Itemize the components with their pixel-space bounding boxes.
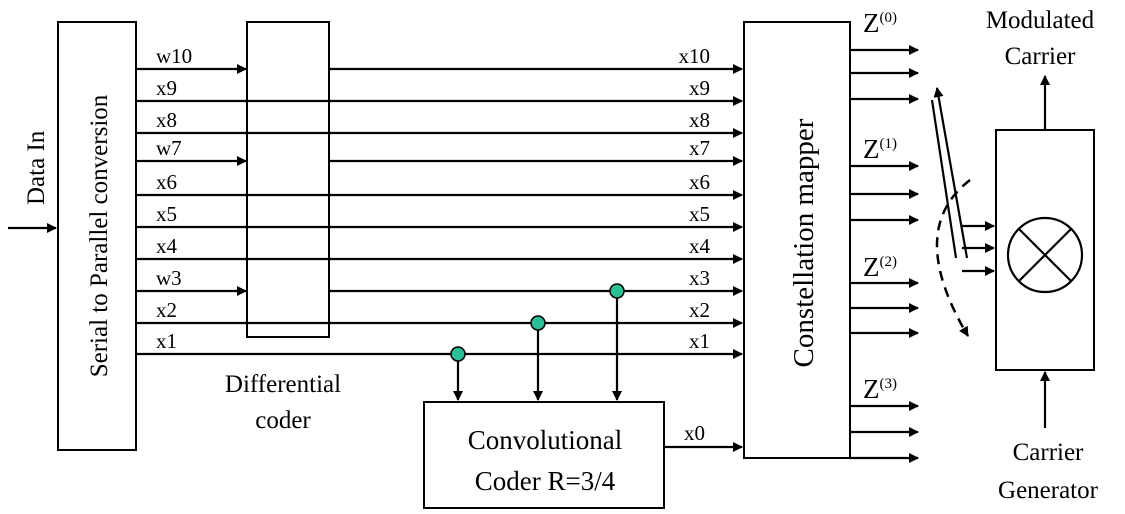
- signal-label-x6: x6: [156, 170, 177, 194]
- signal-label-x8: x8: [156, 108, 177, 132]
- z0-label: Z(0): [863, 8, 897, 38]
- signal-label-x2: x2: [156, 298, 177, 322]
- tap-dot-x1: [450, 346, 466, 362]
- differential-coder-box: [246, 21, 330, 338]
- signal-label-w3: w3: [156, 266, 182, 290]
- signal-label-x1-right: x1: [689, 329, 710, 353]
- signal-label-x4: x4: [156, 234, 178, 258]
- signal-label-w10: w10: [156, 44, 192, 68]
- convolutional-coder-label-line2: Coder R=3/4: [475, 466, 616, 496]
- z2-label: Z(2): [863, 252, 897, 282]
- selector-dashed-arc: [935, 179, 971, 337]
- selector-line-right: [933, 87, 969, 259]
- signal-label-x7-right: x7: [689, 136, 710, 160]
- serial-to-parallel-box: [57, 21, 137, 451]
- signal-label-x6-right: x6: [689, 170, 710, 194]
- data-in-label: Data In: [23, 130, 50, 205]
- signal-label-x2-right: x2: [689, 298, 710, 322]
- signal-label-x10-right: x10: [679, 44, 711, 68]
- convolutional-coder-label-line1: Convolutional: [468, 425, 623, 455]
- signal-label-x5: x5: [156, 202, 177, 226]
- modulated-carrier-label-line1: Modulated: [986, 7, 1095, 34]
- constellation-mapper-label: Constellation mapper: [788, 118, 820, 367]
- differential-coder-label-line2: coder: [255, 407, 311, 434]
- signal-label-x9-right: x9: [689, 76, 710, 100]
- signal-label-x1: x1: [156, 329, 177, 353]
- tap-dot-x2: [530, 315, 546, 331]
- constellation-mapper-box: [743, 21, 851, 459]
- signal-lines: w10 x10 x9 x9 x8 x8 w7 x7 x6 x6 x5 x5 x4 x4 w3 x3 x2 x2 x1…: [136, 44, 743, 401]
- z3-label: Z(3): [863, 374, 897, 404]
- output-groups: Z(0) Z(1) Z(2) Z(3): [850, 8, 919, 463]
- carrier-generator-label-line1: Carrier: [1013, 439, 1084, 466]
- multiplier-icon: [1006, 216, 1084, 294]
- convolutional-coder-box: [423, 401, 665, 509]
- signal-label-x5-right: x5: [689, 202, 710, 226]
- signal-label-x4-right: x4: [689, 234, 711, 258]
- tap-dot-x3: [609, 283, 625, 299]
- signal-label-w7: w7: [156, 136, 182, 160]
- signal-label-x9: x9: [156, 76, 177, 100]
- x0-label: x0: [684, 421, 705, 445]
- carrier-generator-label-line2: Generator: [998, 477, 1099, 504]
- selector-line-left: [930, 99, 958, 259]
- serial-to-parallel-label: Serial to Parallel conversion: [86, 94, 113, 377]
- differential-coder-label-line1: Differential: [225, 371, 341, 398]
- signal-label-x8-right: x8: [689, 108, 710, 132]
- signal-label-x3-right: x3: [689, 266, 710, 290]
- z1-label: Z(1): [863, 134, 897, 164]
- modulated-carrier-label-line2: Carrier: [1005, 43, 1076, 70]
- modulator-box: [995, 129, 1095, 371]
